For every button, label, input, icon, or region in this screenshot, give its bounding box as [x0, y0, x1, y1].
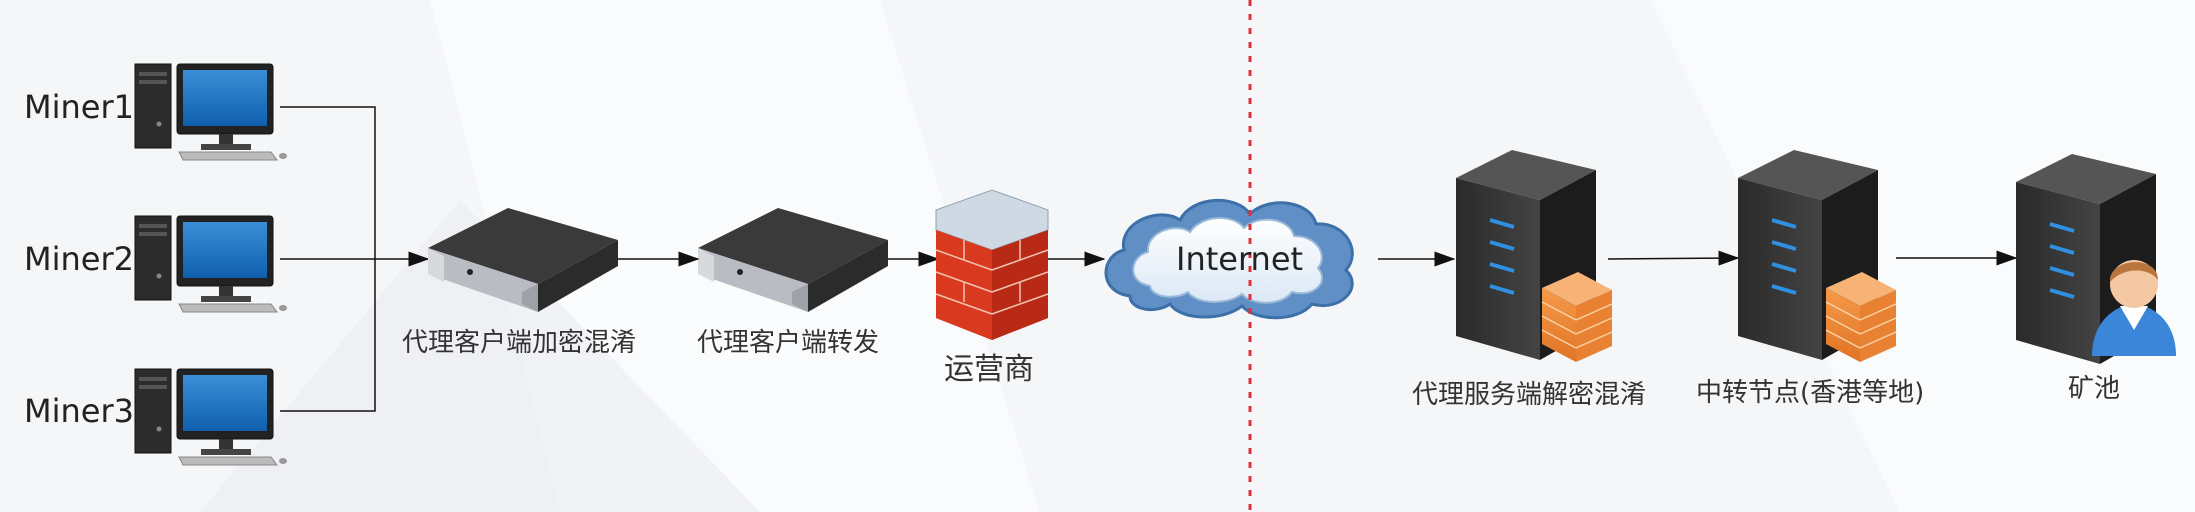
computer-icon: [134, 63, 288, 161]
isp-label: 运营商: [944, 352, 1034, 387]
internet-label: Internet: [1176, 240, 1304, 278]
user-icon: [2092, 260, 2176, 356]
mining-pool-label: 矿池: [2068, 374, 2121, 404]
cloud-icon: [1104, 199, 1354, 320]
miner-label: Miner1: [24, 88, 134, 126]
bg-shape: [1650, 0, 2195, 512]
firewall-icon: [1825, 271, 1897, 363]
flow-edges: [618, 250, 2018, 267]
proxy-server-decrypt-label: 代理服务端解密混淆: [1412, 380, 1647, 410]
miner-connectors: [280, 106, 430, 412]
proxy-client-encrypt-label: 代理客户端加密混淆: [402, 328, 637, 358]
computer-icon: [134, 215, 288, 313]
miner-label: Miner3: [24, 392, 134, 430]
relay-node-label: 中转节点(香港等地): [1696, 378, 1925, 408]
firewall-icon: [1541, 271, 1613, 363]
miner-label: Miner2: [24, 240, 134, 278]
firewall-icon: [935, 189, 1049, 340]
bg-shape: [200, 200, 760, 512]
proxy-client-forward-label: 代理客户端转发: [697, 328, 880, 358]
